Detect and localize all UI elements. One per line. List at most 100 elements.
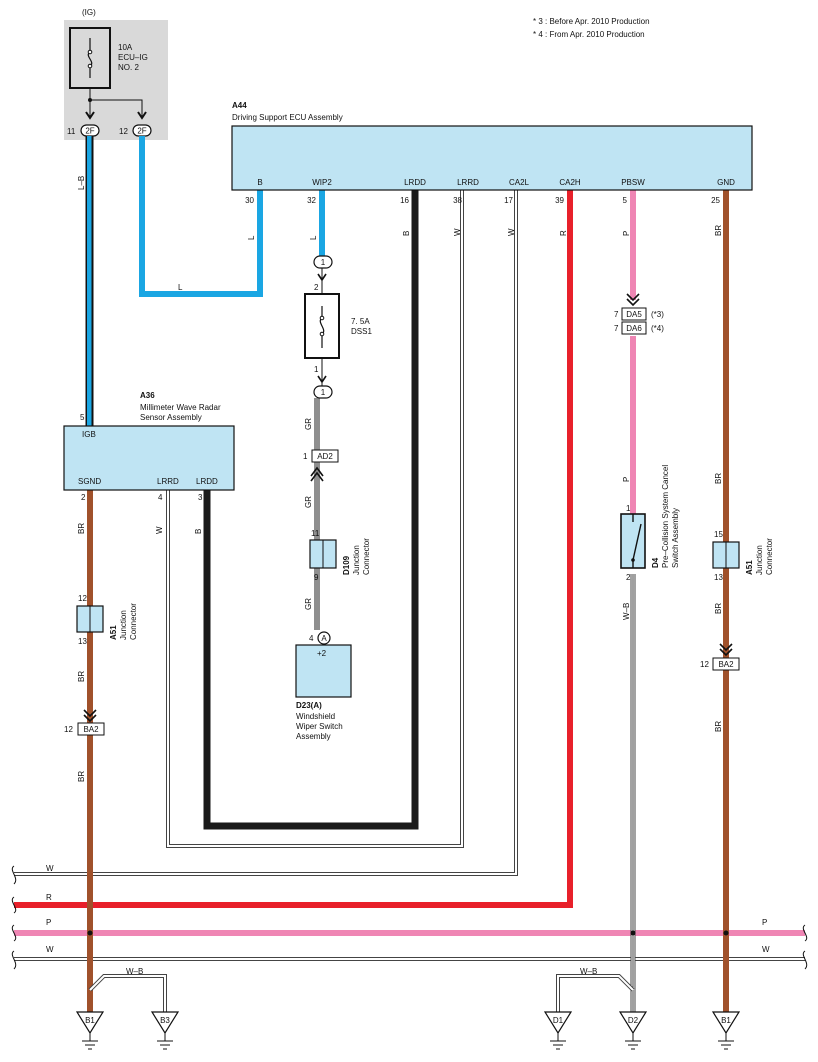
d23-body <box>295 644 352 698</box>
splice-dot <box>723 930 729 936</box>
ground-label: D2 <box>628 1016 639 1025</box>
a44-code: A44 <box>232 101 247 110</box>
wire-label-w: W <box>155 526 164 534</box>
ground-b1: B1 <box>75 1011 105 1050</box>
d109-pin-bottom: 9 <box>314 573 319 582</box>
d109-code: D109 <box>342 555 351 575</box>
wire-label-gr: GR <box>304 496 313 508</box>
a44-body <box>231 125 753 191</box>
ba2-right-box <box>712 657 740 671</box>
connector-arrows <box>719 643 733 657</box>
arrow-icon <box>317 273 327 282</box>
wire-label-br: BR <box>77 771 86 782</box>
d23-pin-letter: A <box>321 634 327 643</box>
wire-label-gr: GR <box>304 598 313 610</box>
fuse-name-suffix: NO. 2 <box>118 63 139 72</box>
dss1-pin-in-num: 1 <box>321 258 326 267</box>
d109-junction: 11 9 D109 Junction Connector <box>309 529 371 582</box>
wire-label-br: BR <box>77 523 86 534</box>
wire-wb-b3-outline <box>88 974 167 1012</box>
wire-label-br: BR <box>714 225 723 236</box>
da-connector: DA5 7 (*3) DA6 7 (*4) <box>614 293 664 335</box>
dss1-pin-out: 2 <box>314 283 319 292</box>
d4-code: D4 <box>651 557 660 568</box>
wire-wb-b3 <box>89 975 166 1012</box>
a36-name-2: Sensor Assembly <box>140 413 202 422</box>
wire-l-a44-b <box>139 136 263 297</box>
dss1-fuse: 1 2 7. 5A DSS1 1 1 <box>304 255 372 399</box>
wires <box>14 136 805 1012</box>
da6-box <box>621 321 647 335</box>
bus-label-w: W <box>46 945 54 954</box>
a44-terminal-pin: 30 <box>245 196 254 205</box>
da5-box <box>621 307 647 321</box>
ground-triangle-icon <box>543 1011 573 1035</box>
a51-right-name-1: Junction <box>755 545 764 575</box>
a36-term-sgnd: SGND <box>78 477 101 486</box>
ad2-connector: AD2 1 <box>303 449 339 482</box>
ground-label: D1 <box>553 1016 564 1025</box>
wire-label-l: L <box>178 283 183 292</box>
break-mark <box>802 924 808 942</box>
arrow-icon <box>317 375 327 384</box>
wire-label-b: B <box>194 529 203 534</box>
wire-label-br: BR <box>714 721 723 732</box>
note-star-4: * 4 : From Apr. 2010 Production <box>533 30 645 39</box>
dss1-rating: 7. 5A <box>351 317 370 326</box>
a51-left-code: A51 <box>109 625 118 640</box>
d109-name-2: Connector <box>362 538 371 575</box>
a51-right-code: A51 <box>745 560 754 575</box>
a36-term-lrdd: LRDD <box>196 477 218 486</box>
a44-terminal-label: CA2L <box>509 178 530 187</box>
fuse-terminal-icon <box>319 315 325 321</box>
bus-labels: W R P W P W W–B W–B L <box>46 283 770 976</box>
wire-label-wb: W–B <box>126 967 143 976</box>
bus-label-r: R <box>46 893 52 902</box>
wire-label-b: B <box>402 231 411 236</box>
a44-terminal-label: LRRD <box>457 178 479 187</box>
a36-body <box>63 425 235 491</box>
a44-terminal-pin: 39 <box>555 196 564 205</box>
fuse-pin-code: 2F <box>137 127 146 136</box>
wire-wb-d1 <box>557 975 634 1012</box>
ba2-left-pin: 12 <box>64 725 73 734</box>
ground-label: B1 <box>85 1016 95 1025</box>
wire-label-r: R <box>559 230 568 236</box>
a44-terminal-pin: 16 <box>400 196 409 205</box>
fuse-block-background <box>64 20 168 140</box>
d4-pin-top: 1 <box>626 504 631 513</box>
ad2-pin: 1 <box>303 452 308 461</box>
dss1-pin-in <box>313 255 333 269</box>
a44-terminal-pin: 32 <box>307 196 316 205</box>
ground-d1: D1 <box>543 1011 573 1050</box>
bus-label-p: P <box>762 918 767 927</box>
a44-terminal-label: GND <box>717 178 735 187</box>
d23-pin-circle <box>317 631 331 645</box>
a44-terminal-pin: 17 <box>504 196 513 205</box>
ba2-right-pin: 12 <box>700 660 709 669</box>
d23-wiper-switch: A 4 +2 D23(A) Windshield Wiper Switch As… <box>295 631 352 741</box>
splice-dot <box>87 930 93 936</box>
wire-label-p: P <box>622 477 631 482</box>
break-mark <box>11 924 17 942</box>
ba2-right-code: BA2 <box>718 660 734 669</box>
break-mark <box>802 950 808 970</box>
ground-triangle-icon <box>711 1011 741 1035</box>
ground-triangle-icon <box>618 1011 648 1035</box>
connector-arrows <box>310 466 324 482</box>
a36-term-lrrd: LRRD <box>157 477 179 486</box>
wire-label-w: W <box>453 228 462 236</box>
a51-left-junction: 12 13 A51 Junction Connector <box>76 594 138 646</box>
a44-terminal-pin: 25 <box>711 196 720 205</box>
wire-label-wb: W–B <box>580 967 597 976</box>
d23-pin-num: 4 <box>309 634 314 643</box>
ground-earth-icon <box>550 1033 566 1050</box>
da6-pin: 7 <box>614 324 619 333</box>
a51-left-pin-bottom: 13 <box>78 637 87 646</box>
d23-name-3: Assembly <box>296 732 331 741</box>
wire-label-br: BR <box>714 603 723 614</box>
ground-earth-icon <box>157 1033 173 1050</box>
dss1-pin-bottom-num: 1 <box>321 388 326 397</box>
d23-terminal: +2 <box>317 649 327 658</box>
wire-label-gr: GR <box>304 418 313 430</box>
